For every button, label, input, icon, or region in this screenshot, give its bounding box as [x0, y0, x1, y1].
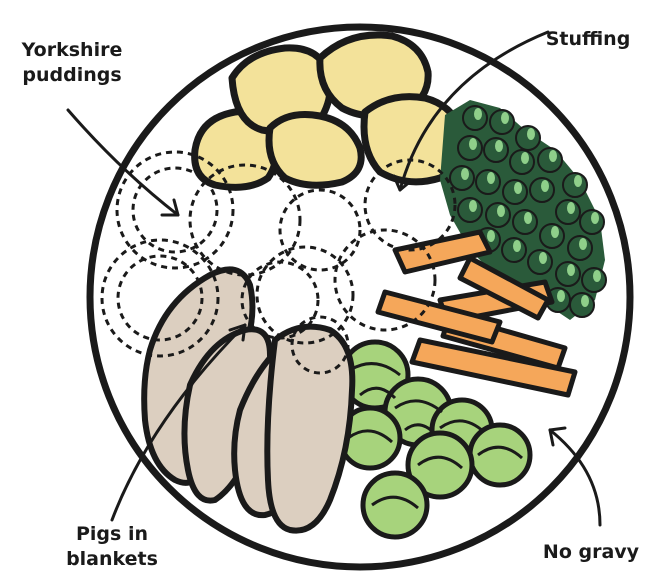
label-pigs-line2: blankets: [52, 547, 172, 572]
label-yorkshire-line1: Yorkshire: [8, 38, 136, 63]
label-pigs-line1: Pigs in: [52, 522, 172, 547]
label-stuffing: Stuffing: [538, 27, 638, 52]
label-pigs-in-blankets: Pigs in blankets: [52, 522, 172, 572]
label-yorkshire-line2: puddings: [8, 63, 136, 88]
label-yorkshire-puddings: Yorkshire puddings: [8, 38, 136, 88]
label-no-gravy: No gravy: [530, 540, 652, 565]
